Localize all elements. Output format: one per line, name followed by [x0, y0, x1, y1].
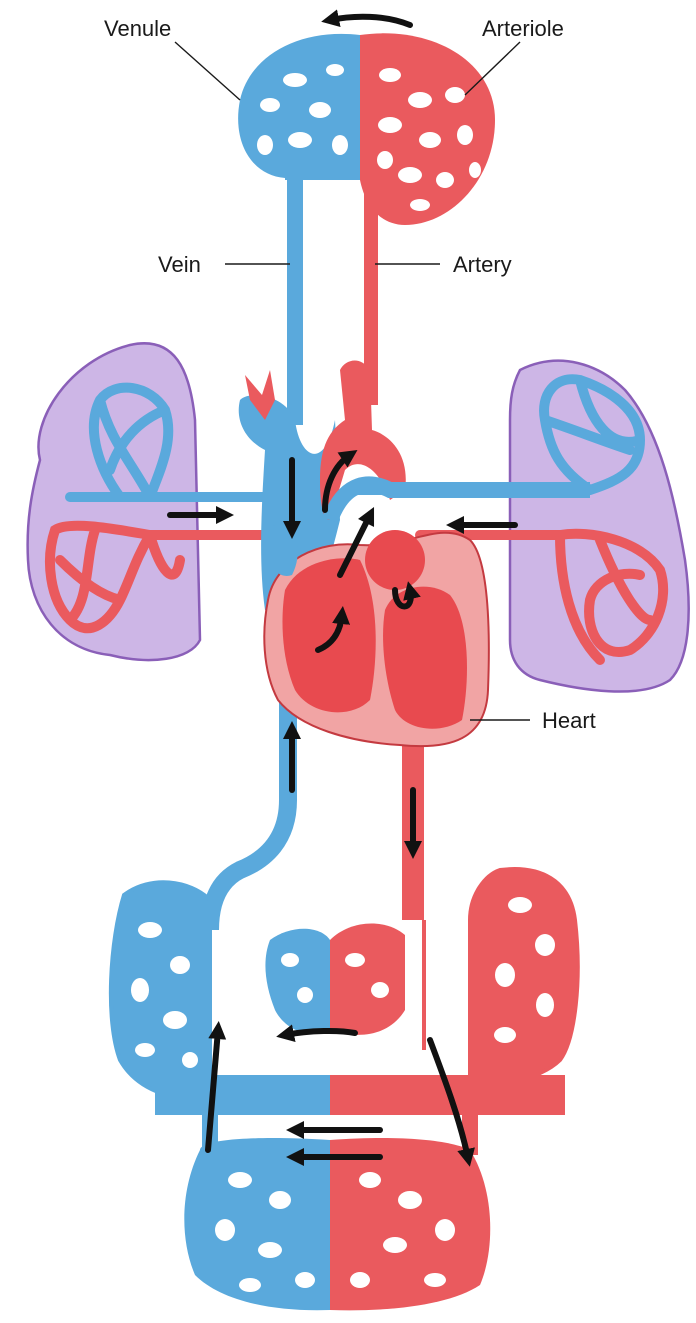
label-heart: Heart [542, 708, 596, 733]
label-arteriole: Arteriole [482, 16, 564, 41]
middle-left-arrow [285, 1031, 355, 1035]
lower-capillary-beds [111, 869, 578, 1310]
top-flow-arrow [330, 17, 410, 25]
heart [264, 524, 489, 746]
label-artery: Artery [453, 252, 512, 277]
venule-leader [175, 42, 240, 100]
label-venule: Venule [104, 16, 171, 41]
label-vein: Vein [158, 252, 201, 277]
left-lung [28, 343, 275, 660]
